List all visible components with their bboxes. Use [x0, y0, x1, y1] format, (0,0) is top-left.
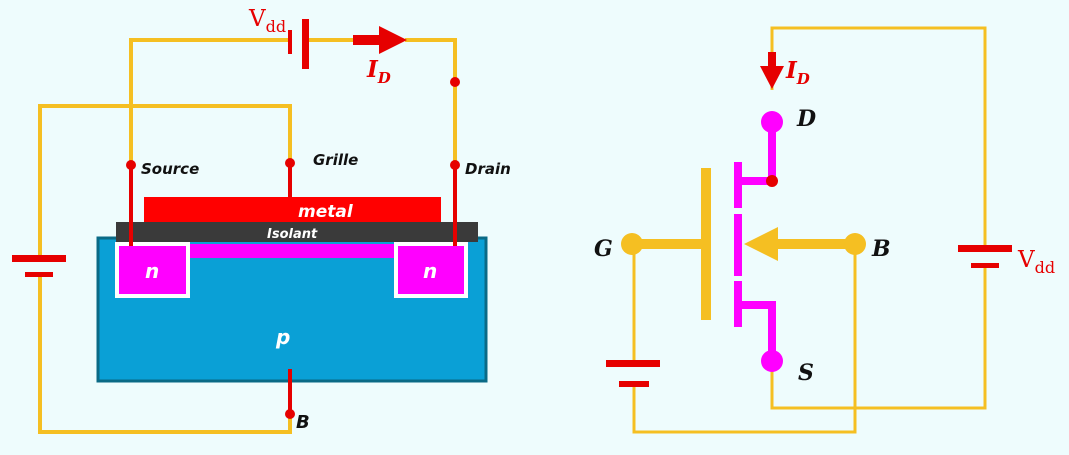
vdd-battery-right [958, 245, 1012, 268]
bulk-label-left: B [296, 412, 310, 433]
left-nodes [126, 77, 460, 419]
bulk-label-symbol: B [871, 236, 891, 262]
bulk-arrow [744, 227, 778, 261]
wire-arrow-to-drain [405, 38, 457, 165]
n-label-right: n [423, 259, 437, 283]
wire-source-to-vdd [129, 38, 290, 165]
metal-gate [144, 197, 441, 222]
wire-vdd-to-source [770, 265, 987, 410]
id-label-right: ID [785, 57, 810, 88]
n-region-right [394, 242, 468, 298]
vdd-label-right: Vdd [1017, 247, 1055, 277]
source-connection [738, 301, 776, 359]
n-label-left: n [145, 259, 159, 283]
drain-label: Drain [465, 160, 511, 178]
drain-node [450, 160, 460, 170]
cross-section-group: Vdd ID Source Grille Drain metal Isolant… [12, 6, 511, 434]
drain-label-symbol: D [796, 106, 816, 132]
bulk-lead [775, 239, 855, 249]
source-node [126, 160, 136, 170]
wire-drain-to-vdd [770, 26, 987, 245]
isolant-label: Isolant [267, 227, 318, 242]
p-label: p [275, 325, 290, 349]
drain-terminal [761, 111, 783, 133]
left-leads [129, 165, 457, 414]
gate-battery-left [12, 255, 66, 277]
vdd-battery-left [288, 19, 309, 69]
wire-battery-to-bulk [632, 245, 857, 434]
metal-label: metal [298, 202, 354, 222]
gate-label-symbol: G [594, 236, 613, 262]
channel [186, 244, 396, 258]
left-wires [38, 38, 457, 434]
gate-lead [634, 239, 704, 249]
source-terminal [761, 350, 783, 372]
grille-label: Grille [313, 151, 358, 169]
id-label-left: ID [366, 56, 391, 87]
drain-junction-node [766, 175, 778, 187]
gate-battery-right [606, 360, 660, 387]
drain-connection [738, 122, 776, 185]
vdd-label-left: Vdd [248, 6, 286, 36]
id-arrow-left [353, 26, 407, 54]
source-label: Source [141, 160, 199, 178]
gate-terminal [621, 233, 643, 255]
symbol-group: ID D G B S Vdd [594, 26, 1055, 434]
wire-battery-to-bulk [38, 275, 292, 434]
id-arrow-right [760, 52, 784, 89]
wire-grille-to-battery [38, 104, 292, 255]
bulk-node [285, 409, 295, 419]
wire-node [450, 77, 460, 87]
source-label-symbol: S [798, 360, 814, 386]
bulk-terminal [844, 233, 866, 255]
grille-node [285, 158, 295, 168]
gate-plate [701, 168, 711, 320]
isolant-layer [116, 222, 478, 242]
n-region-left [115, 242, 190, 298]
